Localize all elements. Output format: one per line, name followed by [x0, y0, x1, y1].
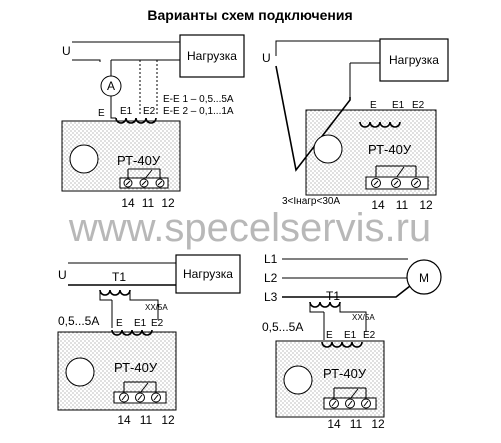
- terminal-screw-11: [137, 394, 143, 401]
- terminal-screw-14: [373, 180, 379, 186]
- terminal-label-11: 11: [142, 196, 155, 210]
- load-label: Нагрузка: [389, 53, 439, 67]
- range-note-1: E-E 1 – 0,5...5A: [163, 94, 234, 105]
- setpoint-dial: [283, 365, 313, 395]
- coil-label-e: E: [98, 108, 105, 119]
- setpoint-dial: [313, 134, 343, 164]
- motor-label: M: [419, 271, 429, 285]
- coil-label-e1: E1: [392, 100, 405, 111]
- watermark-text: www.specelservis.ru: [68, 206, 431, 250]
- terminal-screw-12: [157, 180, 163, 186]
- terminal-label-12: 12: [161, 413, 175, 427]
- contact-switch: [395, 166, 405, 179]
- terminal-screw-12: [363, 400, 369, 407]
- load-box: [179, 34, 245, 78]
- diagram-3: Нагрузка U T1 XX/5A 0,5...5A E E1 E2 РТ-…: [57, 254, 241, 427]
- terminal-screw-12: [153, 394, 159, 401]
- terminal-screw-12: [413, 180, 419, 186]
- ct-lead-left: [309, 302, 324, 313]
- ratio-label: XX/5A: [352, 313, 375, 322]
- relay-label: РТ-40У: [114, 360, 158, 375]
- coil-label-e2: E2: [143, 106, 156, 117]
- ct-lead-right: [339, 302, 367, 332]
- ammeter-label: A: [107, 79, 115, 93]
- relay-coil: [111, 329, 153, 336]
- terminal-label-14: 14: [327, 417, 341, 431]
- setpoint-dial: [69, 144, 99, 174]
- range-label: 0,5...5A: [58, 314, 99, 328]
- diagram-2: Нагрузка U E E1 E2 РТ-40У 3<Iнагр<30A 14…: [262, 38, 449, 212]
- contact-switch: [349, 388, 359, 400]
- relay-label: РТ-40У: [323, 366, 367, 381]
- current-transformer: [309, 301, 341, 308]
- terminal-label-12: 12: [161, 196, 175, 210]
- current-coil: [359, 121, 401, 128]
- load-label: Нагрузка: [183, 267, 233, 281]
- terminal-screw-14: [331, 400, 337, 407]
- terminal-label-14: 14: [117, 413, 131, 427]
- terminal-label-11: 11: [140, 413, 153, 427]
- transformer-label: T1: [112, 270, 126, 284]
- coil-label-e: E: [326, 330, 333, 341]
- relay-label: РТ-40У: [368, 142, 412, 157]
- terminal-label-12: 12: [419, 198, 433, 212]
- coil-label-e2: E2: [151, 318, 164, 329]
- page-title: Варианты схем подключения: [147, 7, 352, 23]
- ct-lead-right: [129, 290, 159, 320]
- terminal-screw-14: [121, 394, 127, 401]
- load-box: [175, 254, 241, 294]
- coil-label-e: E: [370, 100, 377, 111]
- coil-label-e: E: [116, 318, 123, 329]
- terminal-label-12: 12: [371, 417, 385, 431]
- line-label-l1: L1: [264, 252, 278, 266]
- load-label: Нагрузка: [187, 49, 237, 63]
- setpoint-dial: [65, 357, 95, 387]
- ratio-label: XX/5A: [145, 303, 168, 312]
- current-note: 3<Iнагр<30A: [282, 196, 340, 207]
- range-label: 0,5...5A: [262, 320, 303, 334]
- coil-label-e2: E2: [363, 330, 376, 341]
- line-label-l2: L2: [264, 271, 278, 285]
- transformer-label: T1: [326, 289, 340, 303]
- relay-label: РТ-40У: [117, 153, 161, 168]
- ct-lead-left: [99, 290, 112, 301]
- diagram-4: L1 L2 L3 M T1 XX/5A 0,5...5A E E1 E2 РТ-…: [262, 252, 442, 431]
- supply-wire-bottom: [72, 59, 101, 62]
- motor-circle: [406, 259, 442, 295]
- terminal-label-11: 11: [350, 417, 363, 431]
- terminal-screw-11: [393, 180, 399, 186]
- source-label: U: [58, 268, 67, 282]
- terminal-screw-11: [347, 400, 353, 407]
- load-wire: [275, 65, 351, 172]
- terminal-screw-14: [125, 180, 131, 186]
- coil-label-e1: E1: [344, 330, 357, 341]
- range-note-2: E-E 2 – 0,1...1A: [163, 106, 234, 117]
- terminal-screw-11: [141, 180, 147, 186]
- supply-wire-top: [275, 40, 380, 56]
- contact-switch: [139, 382, 149, 394]
- current-transformer: [99, 289, 131, 296]
- coil-label-e1: E1: [134, 318, 147, 329]
- source-label: U: [62, 44, 71, 58]
- current-coil: [115, 117, 157, 124]
- coil-label-e2: E2: [412, 100, 425, 111]
- phase-wire-l3: [282, 285, 411, 298]
- ammeter-wire-bottom: [110, 96, 116, 119]
- coil-label-e1: E1: [120, 106, 133, 117]
- load-box: [379, 38, 449, 82]
- terminal-label-14: 14: [121, 196, 135, 210]
- terminal-label-14: 14: [371, 198, 385, 212]
- line-label-l3: L3: [264, 290, 278, 304]
- diagram-1: Нагрузка U A E E1 E2 E-E 1 – 0,5...5A E-…: [61, 34, 245, 210]
- source-label: U: [262, 51, 271, 65]
- relay-coil: [321, 341, 363, 348]
- terminal-label-11: 11: [396, 198, 409, 212]
